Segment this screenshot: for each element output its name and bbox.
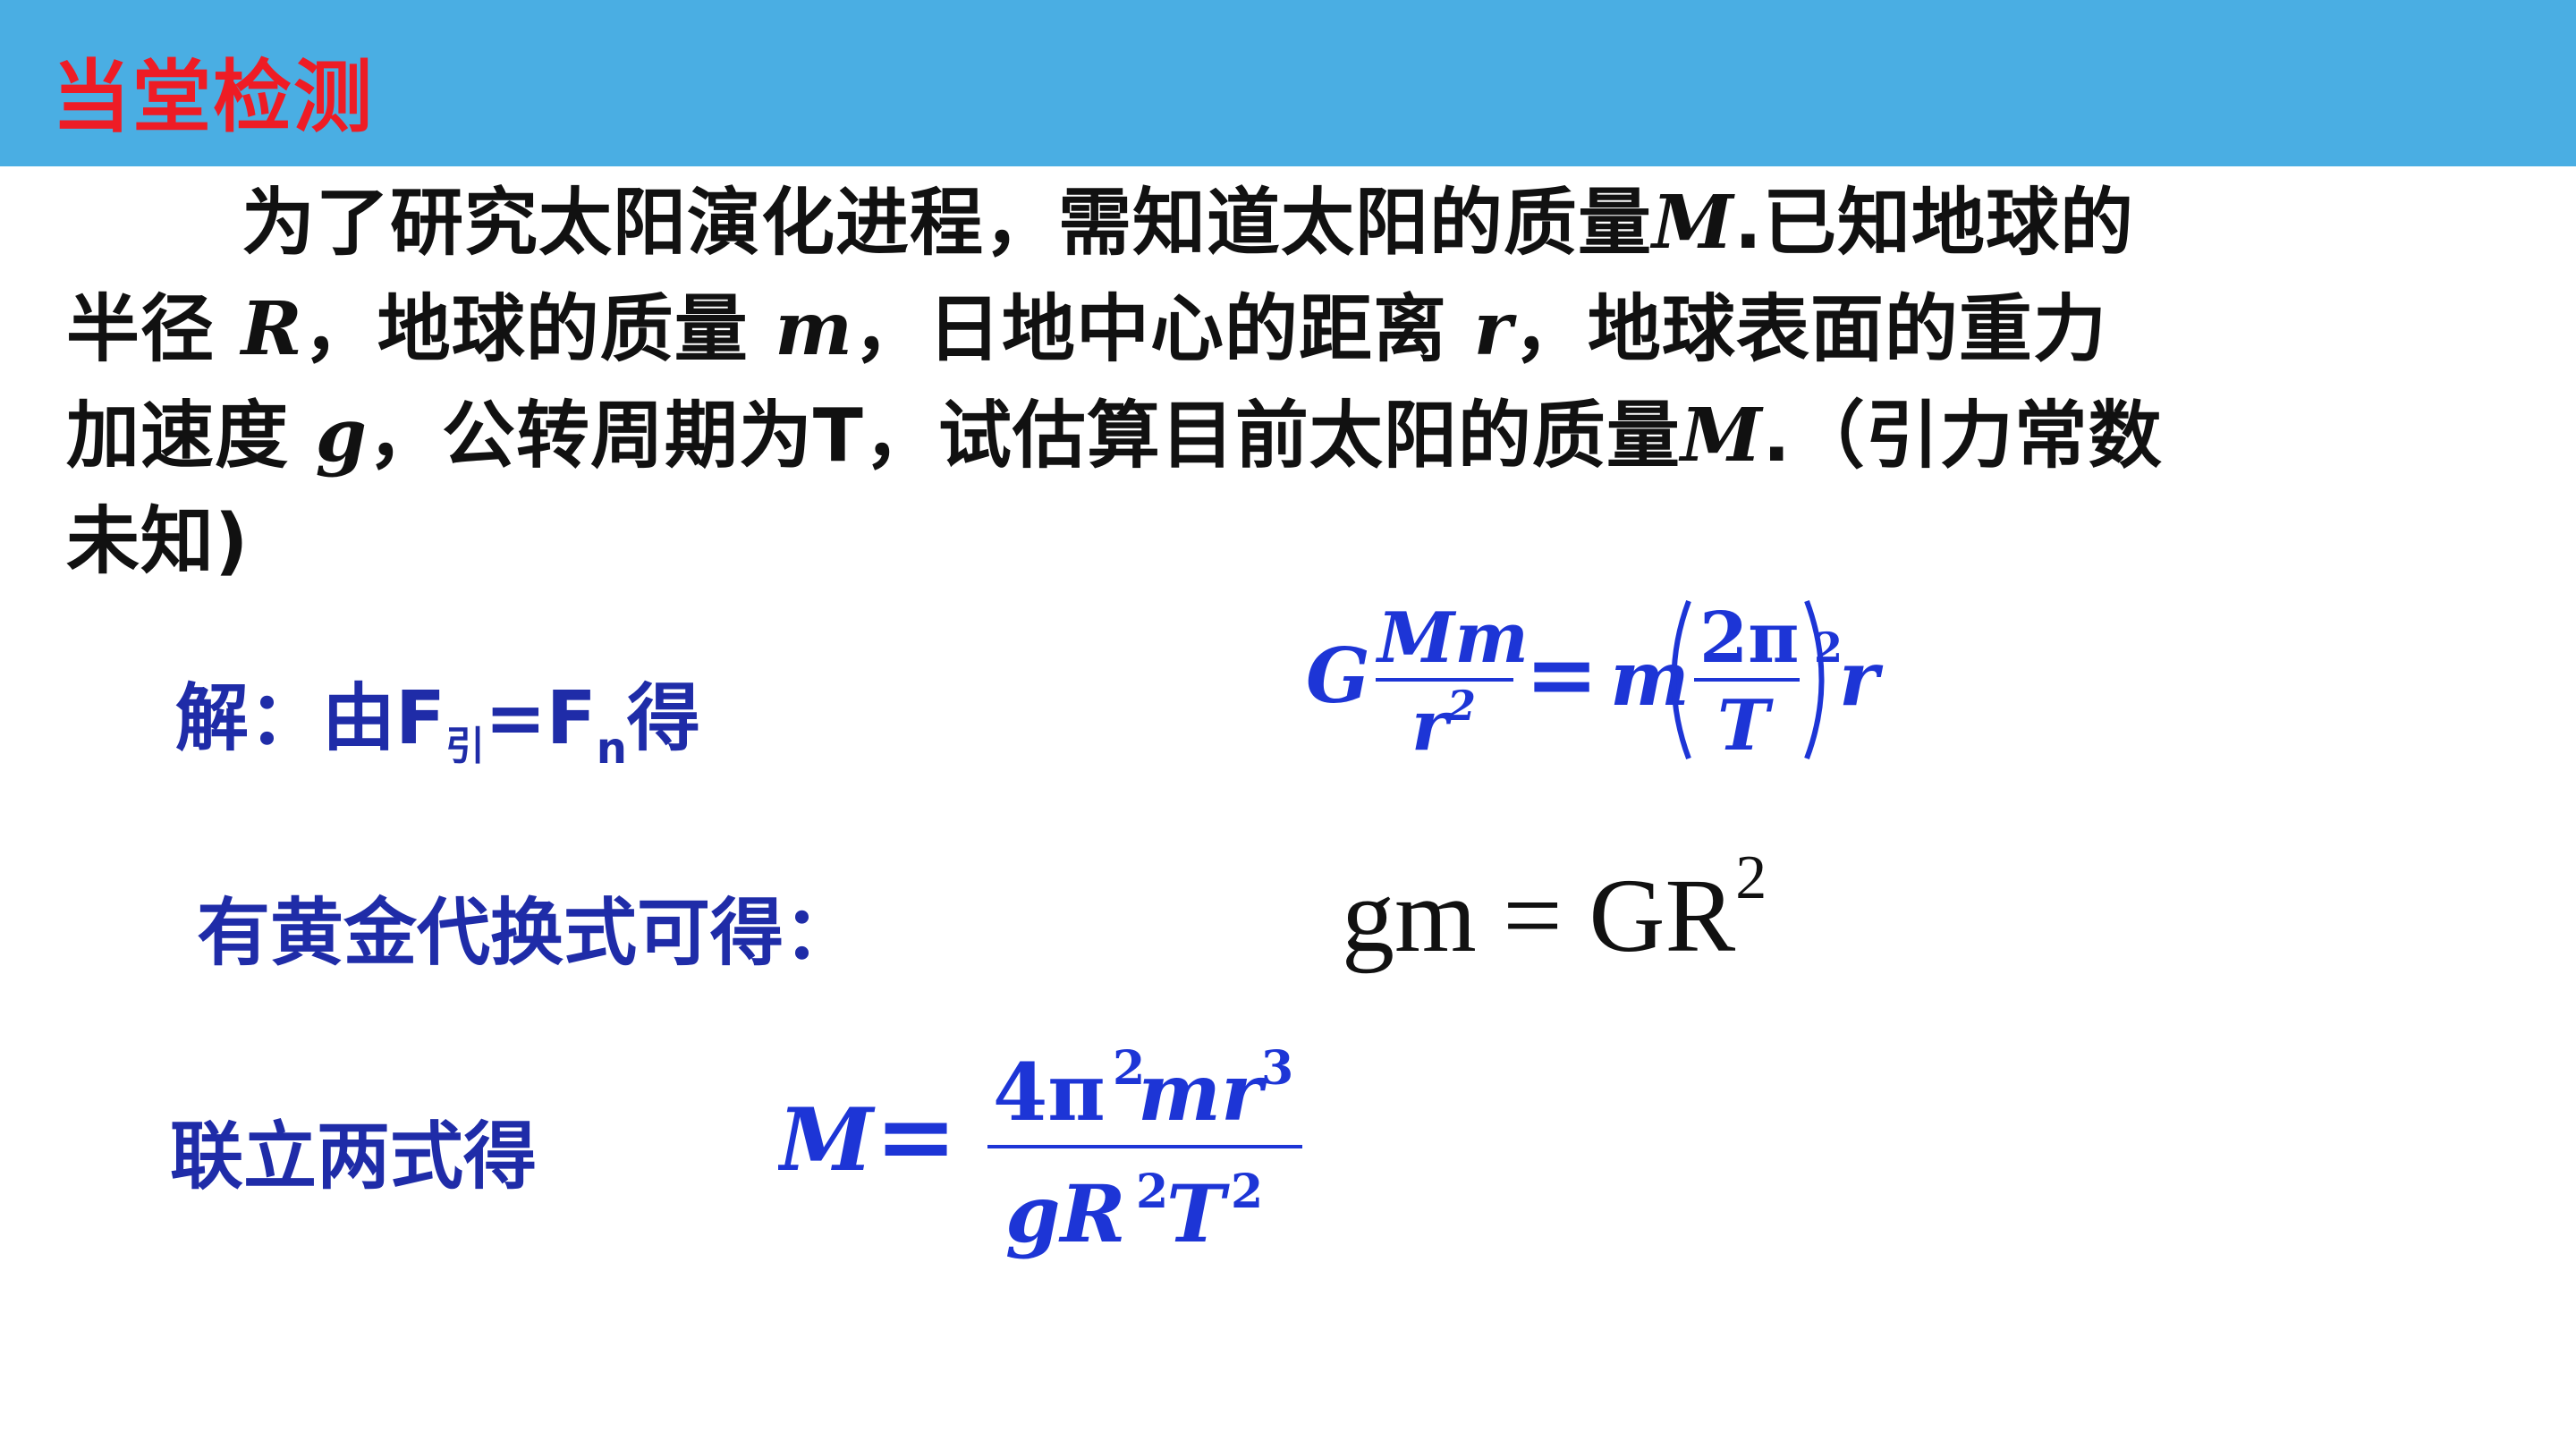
formula-symbol: 2π xyxy=(1699,597,1799,679)
var-M: M xyxy=(1680,393,1763,479)
problem-text: .已知地球的 xyxy=(1733,181,2134,266)
problem-text: .（引力常数 xyxy=(1762,394,2163,479)
var-R: R xyxy=(241,286,303,372)
problem-statement: 为了研究太阳演化进程，需知道太阳的质量M.已知地球的 半径 R，地球的质量 m，… xyxy=(66,170,2499,595)
formula-golden-substitution: gm = GR2 xyxy=(1342,843,1767,977)
page-title: 当堂检测 xyxy=(52,51,375,143)
problem-line-2: 半径 R，地球的质量 m，日地中心的距离 r，地球表面的重力 xyxy=(66,276,2499,383)
formula-symbol: r xyxy=(1411,685,1453,767)
solution-text: 解：由F xyxy=(175,676,446,761)
subscript-n: n xyxy=(596,724,627,774)
formula-symbol: 2 xyxy=(1446,682,1476,730)
formula-symbol: 2 xyxy=(1231,1165,1263,1219)
var-m: m xyxy=(775,286,854,372)
formula-exponent: 2 xyxy=(1735,843,1767,912)
solution-step-2: 有黄金代换式可得： xyxy=(197,891,858,976)
var-M: M xyxy=(1652,180,1734,266)
solution-text: =F xyxy=(485,676,597,761)
formula-symbol: mr xyxy=(1138,1046,1267,1139)
formula-symbol: T xyxy=(1166,1167,1230,1260)
header-bar xyxy=(0,0,2576,166)
problem-text: ，地球的质量 xyxy=(302,287,775,372)
formula-symbol: Mm xyxy=(1375,597,1529,679)
formula-symbol: 3 xyxy=(1261,1041,1293,1096)
subscript-yin: 引 xyxy=(445,724,486,769)
solution-step-3: 联立两式得 xyxy=(170,1114,538,1199)
formula-symbol: 2 xyxy=(1113,1041,1145,1096)
problem-line-4: 未知) xyxy=(66,499,250,584)
formula-symbol: r xyxy=(1839,634,1884,723)
problem-text: 为了研究太阳演化进程，需知道太阳的质量 xyxy=(242,181,1653,266)
problem-text: ，地球表面的重力 xyxy=(1513,287,2107,372)
formula-gravity-centripetal: G Mm r 2 = m 2π T 2 r xyxy=(1306,597,1884,767)
formula-symbol: 2 xyxy=(1136,1165,1168,1219)
formula-symbol: G xyxy=(1306,631,1370,720)
solution-text: 得 xyxy=(626,676,700,761)
formula-symbol: M xyxy=(778,1089,876,1191)
formula-symbol: = xyxy=(875,1078,957,1193)
paren-left xyxy=(1671,599,1691,760)
paren-right xyxy=(1804,599,1825,760)
formula-symbol: gR xyxy=(1005,1167,1126,1260)
var-g: g xyxy=(315,393,368,479)
var-r: r xyxy=(1473,286,1513,372)
formula-sun-mass: M = 4π 2 mr 3 gR 2 T 2 xyxy=(778,1041,1302,1260)
solution-step-1: 解：由F引=Fn得 xyxy=(175,658,700,774)
problem-line-1: 为了研究太阳演化进程，需知道太阳的质量M.已知地球的 xyxy=(66,170,2499,276)
problem-text: 半径 xyxy=(66,287,242,372)
formula-text: gm = GR xyxy=(1342,857,1736,974)
problem-text: 加速度 xyxy=(66,394,316,479)
formula-symbol: = xyxy=(1525,623,1598,726)
problem-text: ，公转周期为T，试估算目前太阳的质量 xyxy=(367,394,1681,479)
problem-line-3: 加速度 g，公转周期为T，试估算目前太阳的质量M.（引力常数 xyxy=(66,383,2499,489)
problem-text: ，日地中心的距离 xyxy=(853,287,1474,372)
formula-symbol: 4π xyxy=(993,1046,1106,1139)
formula-symbol: T xyxy=(1717,685,1774,767)
